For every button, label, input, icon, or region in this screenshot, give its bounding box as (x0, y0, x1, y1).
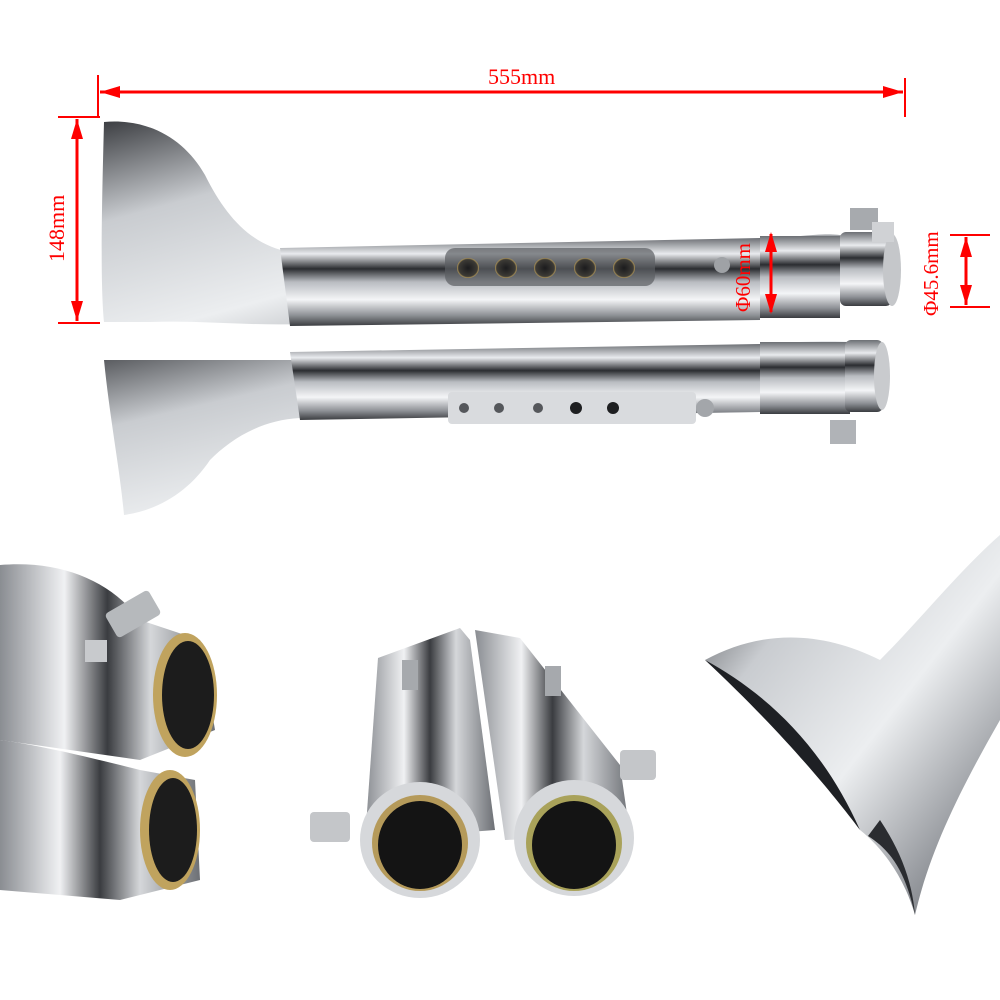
inlet-pair-center (310, 628, 656, 898)
perforation-holes (459, 402, 619, 414)
dimension-length (97, 75, 906, 118)
perforation-holes (457, 258, 635, 278)
dimension-inlet-diameter (950, 234, 990, 308)
dimension-body-diameter (765, 232, 777, 314)
top-muffler (101, 121, 901, 326)
second-muffler (104, 340, 890, 515)
inlet-closeup-left (0, 564, 217, 900)
height-label: 148mm (44, 194, 69, 262)
length-label: 555mm (488, 64, 556, 89)
clamp-bolt (850, 208, 894, 242)
dimension-height (58, 116, 100, 324)
fishtail-closeup-right (705, 535, 1000, 915)
body-diameter-label: Φ60mm (731, 242, 755, 312)
inlet-diameter-label: Φ45.6mm (919, 231, 943, 316)
